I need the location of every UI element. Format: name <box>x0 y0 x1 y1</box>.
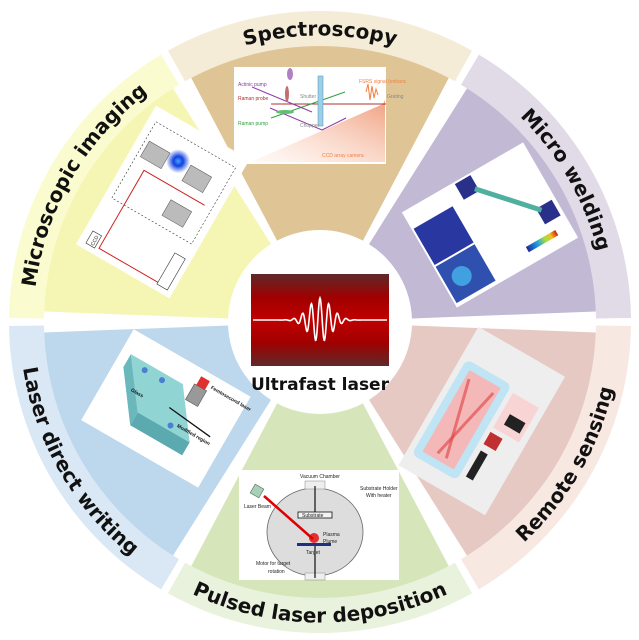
label-rotation: rotation <box>268 569 285 575</box>
label-ccd-camera: CCD array camera <box>322 153 364 159</box>
label-motor: Motor for target <box>256 561 291 567</box>
remote-sensing-figure <box>398 326 566 516</box>
label-plasma: Plasma <box>323 532 340 538</box>
laser-pulse-waveform-icon <box>253 295 387 342</box>
label-plume: Plume <box>323 539 337 545</box>
sector-label-band <box>9 54 179 319</box>
pulsed-laser-deposition-figure: Vacuum Chamber Substrate Holder With hea… <box>239 470 399 581</box>
label-shutter: Shutter <box>300 94 316 100</box>
sector-label-band <box>167 11 473 82</box>
micro-welding-figure <box>401 142 579 308</box>
label-substrate-holder: Substrate Holder <box>360 486 398 492</box>
label-raman-pump: Raman pump <box>238 121 268 127</box>
center-label: Ultrafast laser <box>251 375 390 395</box>
label-substrate: Substrate <box>302 513 324 519</box>
label-with-heater: With heater <box>366 493 392 499</box>
label-grating: Grating <box>387 94 404 100</box>
laser-direct-writing-figure: Femtosecond laser Modified region Glass <box>81 329 252 488</box>
sector-label-band <box>167 562 473 634</box>
label-laser-beam: Laser Beam <box>244 504 271 510</box>
label-ccd: CCD <box>90 234 101 247</box>
center-hub: Ultrafast laser <box>229 231 411 413</box>
sector-label-band <box>9 325 179 590</box>
label-fsrs-signal: FSRS signal (enhanc <box>359 79 407 85</box>
label-actinic-pump: Actinic pump <box>238 82 267 88</box>
label-raman-probe: Raman probe <box>238 96 269 102</box>
microscopic-imaging-figure: CCD <box>75 105 250 299</box>
sector-label-band <box>461 54 631 319</box>
label-chopper: Chopper <box>300 123 320 129</box>
sector-label-band <box>461 325 631 590</box>
spectroscopy-figure: Actinic pump Raman probe Raman pump Shut… <box>234 67 407 164</box>
label-vacuum-chamber: Vacuum Chamber <box>300 474 340 480</box>
label-target: Target <box>306 550 321 556</box>
